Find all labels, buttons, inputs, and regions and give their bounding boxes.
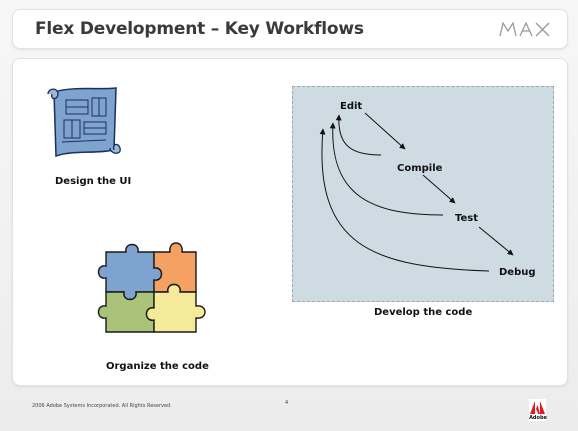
adobe-brand-text: Adobe: [529, 415, 547, 421]
puzzle-pieces-icon: [97, 242, 206, 333]
organize-code-label: Organize the code: [106, 361, 209, 372]
workflow-node-edit: Edit: [340, 101, 363, 112]
design-ui-label: Design the UI: [55, 176, 132, 187]
workflow-node-compile: Compile: [397, 163, 443, 174]
adobe-logo-icon: [529, 399, 546, 421]
workflow-node-test: Test: [455, 213, 479, 224]
footer-copyright: 2006 Adobe Systems Incorporated. All Rig…: [32, 403, 172, 409]
max-logo-icon: [499, 21, 550, 37]
title-bar: Flex Development – Key Workflows: [12, 9, 568, 49]
develop-code-label: Develop the code: [374, 307, 473, 318]
page-number: 4: [285, 400, 289, 406]
slide-title: Flex Development – Key Workflows: [35, 19, 364, 39]
workflow-diagram: Edit Compile Test Debug: [292, 86, 554, 302]
workflow-node-debug: Debug: [499, 267, 536, 278]
workflow-arrows: [319, 112, 514, 272]
blueprint-scroll-icon: [47, 87, 121, 158]
